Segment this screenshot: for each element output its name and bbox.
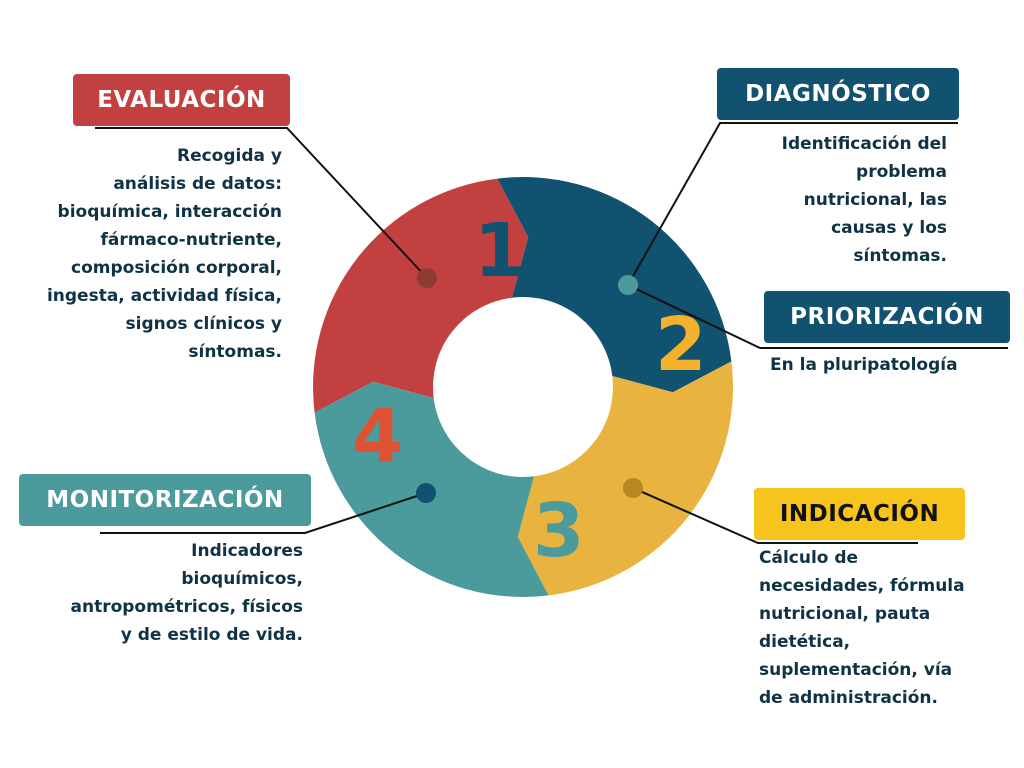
dot-evaluacion bbox=[417, 268, 437, 288]
segment-evaluacion bbox=[313, 178, 529, 413]
step-number-3: 3 bbox=[533, 488, 585, 574]
segment-indicacion bbox=[517, 361, 733, 596]
segment-diagnostico bbox=[497, 177, 732, 393]
dot-monitorizacion bbox=[416, 483, 436, 503]
label-priorizacion: PRIORIZACIÓN bbox=[764, 291, 1010, 343]
label-evaluacion: EVALUACIÓN bbox=[73, 74, 290, 126]
description-monitorizacion: Indicadores bioquímicos, antropométricos… bbox=[70, 541, 304, 645]
description-indicacion: Cálculo de necesidades, fórmula nutricio… bbox=[759, 548, 965, 708]
description-priorizacion: En la pluripatología bbox=[770, 355, 958, 375]
step-number-1: 1 bbox=[474, 208, 526, 294]
dot-indicacion bbox=[623, 478, 643, 498]
connector-indicacion bbox=[632, 487, 918, 544]
connector-diagnostico bbox=[627, 122, 958, 286]
connector-evaluacion bbox=[95, 127, 428, 279]
step-number-2: 2 bbox=[655, 302, 707, 388]
label-indicacion: INDICACIÓN bbox=[754, 488, 965, 540]
label-monitorizacion: MONITORIZACIÓN bbox=[19, 474, 311, 526]
step-number-4: 4 bbox=[352, 394, 404, 480]
description-evaluacion: Recogida y análisis de datos: bioquímica… bbox=[46, 146, 282, 362]
connector-monitorizacion bbox=[100, 492, 427, 534]
dot-diagnostico bbox=[618, 275, 638, 295]
label-diagnostico: DIAGNÓSTICO bbox=[717, 68, 959, 120]
description-diagnostico: Identificación del problema nutricional,… bbox=[781, 134, 947, 266]
connector-priorizacion bbox=[627, 284, 1008, 349]
